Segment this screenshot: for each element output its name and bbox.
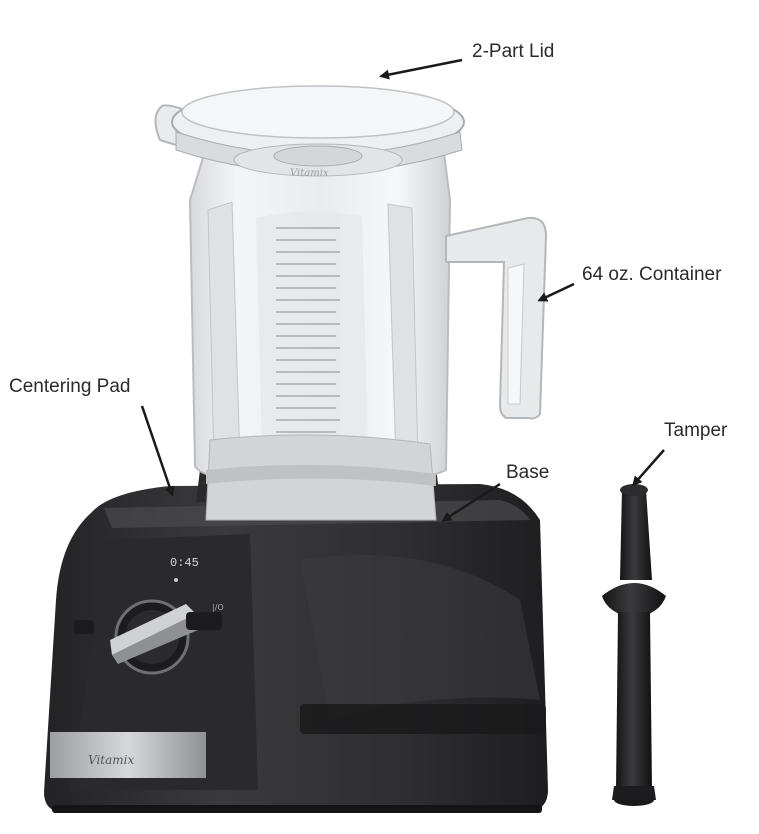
svg-text:|/O: |/O [212, 603, 224, 612]
label-base: Base [506, 462, 550, 483]
label-container: 64 oz. Container [582, 264, 722, 285]
lid-brand: Vitamix [290, 168, 329, 179]
start-stop-switch[interactable] [186, 612, 222, 630]
pulse-switch[interactable] [74, 620, 94, 634]
container-handle [445, 216, 548, 420]
two-part-lid: Vitamix [171, 85, 465, 179]
lid-arrow [379, 58, 463, 80]
centering-pad-arrow [140, 405, 175, 497]
container [188, 121, 452, 521]
speed-dial[interactable] [110, 599, 198, 675]
tamper [602, 484, 666, 806]
base-arrow [441, 482, 501, 522]
label-two-part-lid: 2-Part Lid [472, 41, 555, 62]
plate [50, 732, 206, 778]
tamper-arrow [632, 449, 665, 487]
label-tamper: Tamper [664, 420, 728, 441]
brand-mark: Vitamix [88, 753, 134, 767]
container-arrow [537, 282, 575, 302]
display-readout: 0:45 [170, 556, 199, 570]
label-centering-pad: Centering Pad [9, 376, 131, 397]
